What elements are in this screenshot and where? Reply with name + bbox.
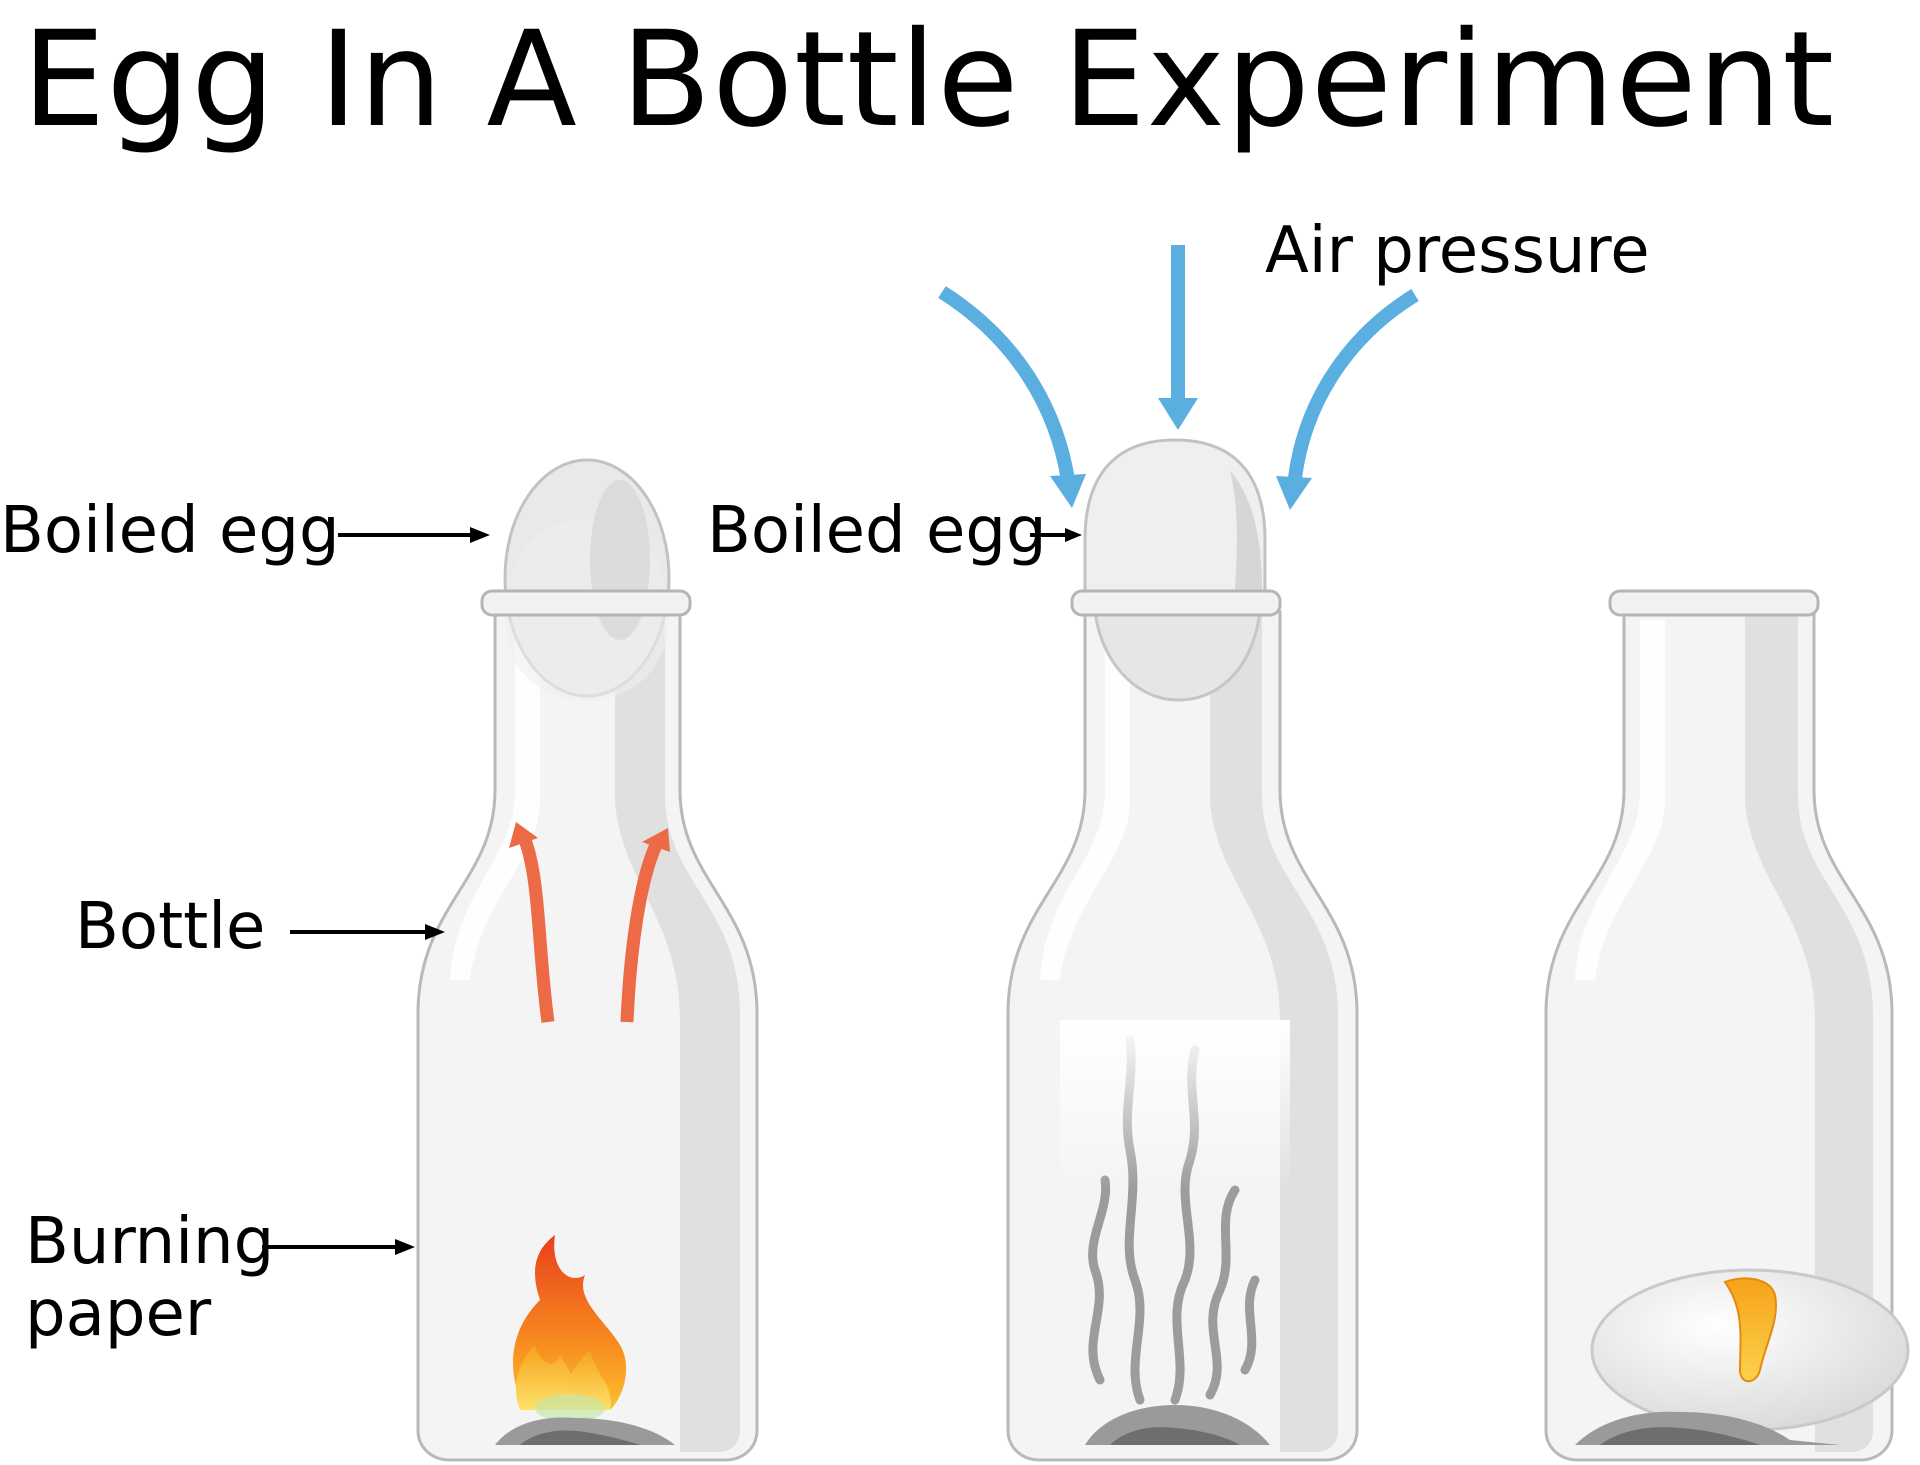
- heat-arrow-right: [620, 842, 662, 1023]
- heat-arrow-left: [518, 837, 555, 1023]
- smoke-icon: [1060, 1020, 1290, 1405]
- bottle-1: [416, 458, 759, 1462]
- label-boiled-egg-1: Boiled egg: [0, 494, 340, 568]
- flame-icon: [513, 1235, 627, 1422]
- label-burning-paper-line1: Burning: [25, 1205, 274, 1279]
- bottle-3: [1544, 589, 1910, 1462]
- label-boiled-egg-2: Boiled egg: [707, 494, 1047, 568]
- label-bottle: Bottle: [75, 890, 265, 964]
- label-burning-paper-line2: paper: [25, 1277, 212, 1351]
- bottle-2: [1006, 438, 1359, 1462]
- diagram-title: Egg In A Bottle Experiment: [22, 3, 1835, 157]
- bottle-3-rim: [1608, 589, 1820, 617]
- boiled-egg-2: [1083, 438, 1267, 602]
- air-pressure-arrows: [938, 245, 1419, 510]
- bottle-2-rim: [1070, 589, 1282, 617]
- label-air-pressure: Air pressure: [1265, 214, 1650, 288]
- yolk: [1723, 1277, 1777, 1383]
- bottle-1-rim: [480, 589, 692, 617]
- label-pointers: [262, 527, 1082, 1255]
